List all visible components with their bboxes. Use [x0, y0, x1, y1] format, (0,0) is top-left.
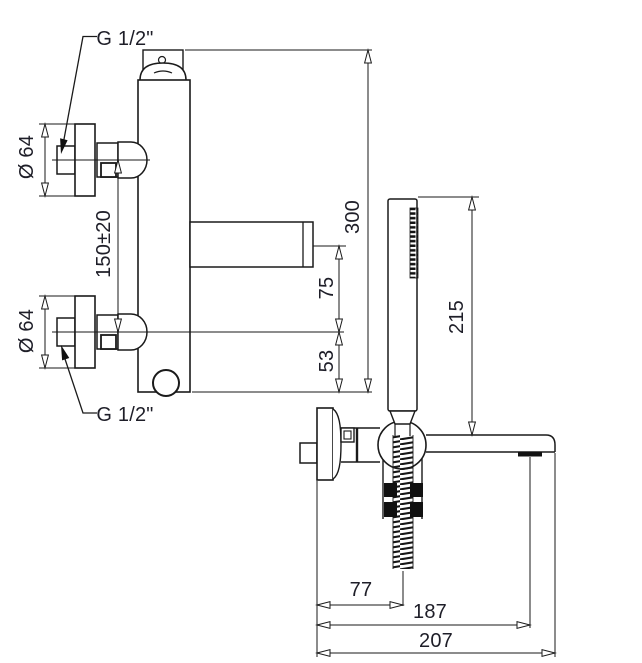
leader-arrow-bottom [61, 345, 70, 361]
reach-to-aerator-label: 187 [413, 601, 447, 623]
mixer-body [137, 79, 191, 393]
handshower-length-label: 215 [446, 300, 468, 334]
hose-offset-label: 77 [349, 579, 373, 601]
spout-to-inlet-label: 75 [316, 276, 338, 300]
leader-lines [60, 35, 97, 414]
hose-clip [410, 502, 423, 517]
upper-inlet [52, 123, 150, 197]
hose-clip [410, 483, 423, 497]
flange-diameter-label-bottom: Ø 64 [16, 308, 38, 354]
wall-flange [316, 407, 334, 481]
aerator [518, 452, 542, 457]
nozzle-strip [409, 207, 419, 279]
flange-edge [332, 408, 342, 480]
total-reach-label: 207 [419, 630, 453, 652]
side-view [299, 198, 556, 569]
top-cap-slot [153, 70, 173, 74]
inlet-to-bottom-label: 53 [316, 349, 338, 373]
flange-diameter-label-top: Ø 64 [16, 134, 38, 180]
body-height-label: 300 [342, 200, 364, 234]
hose-clip [384, 483, 397, 497]
inlet-spacing-label: 150±20 [93, 210, 115, 278]
lower-inlet [52, 295, 344, 369]
thread-size-label-bottom: G 1/2" [96, 404, 154, 426]
wall-stub [299, 442, 318, 464]
spout-stub [189, 221, 314, 268]
leader-arrow-top [60, 138, 68, 154]
hose-clip [384, 502, 397, 517]
dimension-lines [39, 48, 557, 658]
diverter-knob [152, 369, 180, 397]
wand-cone [388, 410, 417, 425]
shower-hose-coil [393, 435, 413, 569]
thread-size-label-top: G 1/2" [96, 28, 154, 50]
bath-spout [426, 434, 556, 457]
front-view [52, 49, 344, 397]
